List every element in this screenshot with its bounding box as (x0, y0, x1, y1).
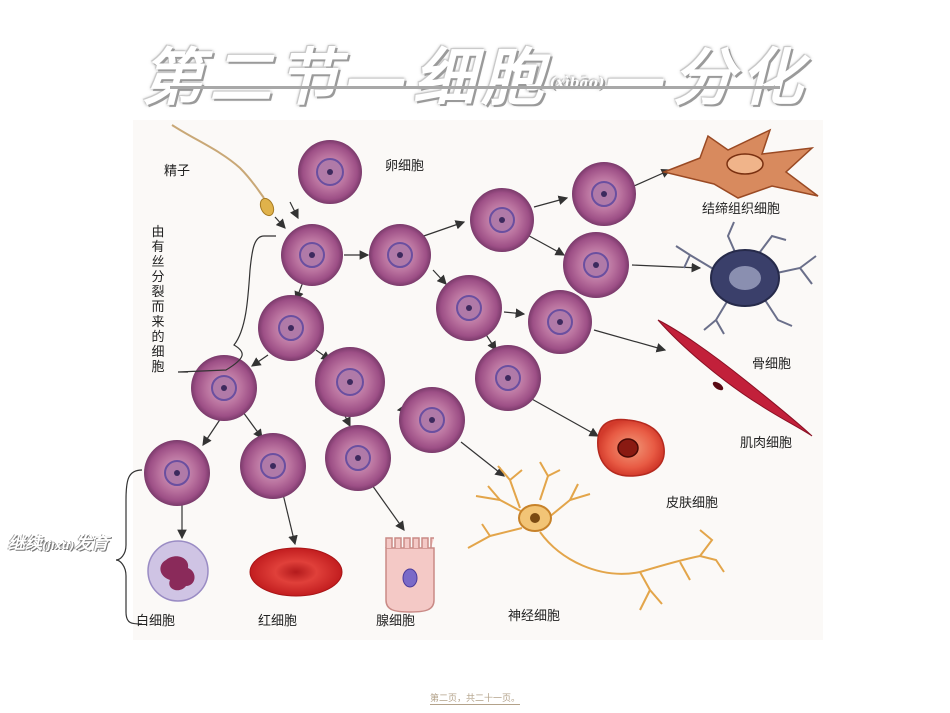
arrow (503, 308, 526, 318)
white-blood-cell-shape (147, 540, 209, 602)
arrow (417, 220, 466, 239)
side-note-part-1: 继续 (8, 534, 42, 554)
arrow (274, 216, 286, 229)
label-red-blood: 红细胞 (258, 614, 298, 629)
label-nerve: 神经细胞 (508, 609, 561, 624)
side-note-pinyin: (jìxù) (42, 539, 75, 552)
stem-cell (470, 188, 534, 252)
label-skin: 皮肤细胞 (666, 496, 719, 511)
title-strike-line (170, 86, 780, 89)
sperm-cell (171, 124, 275, 217)
stem-cell (144, 440, 210, 506)
arrows (177, 169, 702, 546)
title-dash-2: — (604, 41, 673, 114)
label-muscle: 肌肉细胞 (740, 436, 793, 451)
title-dash-1: — (345, 41, 414, 114)
label-egg: 卵细胞 (385, 159, 425, 174)
arrow (251, 354, 269, 367)
bone-cell-shape (675, 221, 817, 335)
stem-cell (240, 433, 306, 499)
page-footer: 第二页，共二十一页。 (0, 691, 950, 705)
footer-text: 第二页，共二十一页。 (429, 694, 520, 705)
development-bracket (115, 469, 143, 625)
stem-cell (572, 162, 636, 226)
arrow (533, 195, 569, 208)
title-part-2: 细胞 (413, 41, 550, 114)
stem-cell (528, 290, 592, 354)
arrow (432, 269, 447, 285)
arrow (631, 262, 702, 273)
label-sperm: 精子 (164, 164, 191, 179)
label-connective: 结缔组织细胞 (702, 202, 781, 217)
dividing-cells (144, 140, 636, 506)
arrow (529, 397, 600, 437)
title-part-3: 分化 (672, 41, 809, 114)
stem-cell (325, 425, 391, 491)
label-gland: 腺细胞 (376, 614, 416, 629)
skin-cell-shape (597, 418, 665, 477)
stem-cell (315, 347, 385, 417)
egg-cell (298, 140, 362, 204)
arrow (460, 441, 505, 477)
label-white-blood: 白细胞 (136, 614, 176, 629)
stem-cell (436, 275, 502, 341)
stem-cell (475, 345, 541, 411)
stem-cell (281, 224, 343, 286)
stem-cell (369, 224, 431, 286)
stem-cell (399, 387, 465, 453)
red-blood-cell-shape (249, 547, 343, 597)
side-note-continue-development: 继续(jìxù)发育 (8, 529, 109, 554)
stem-cell (258, 295, 324, 361)
arrow (242, 411, 263, 439)
arrow (289, 201, 299, 220)
title-part-1: 第二节 (141, 41, 346, 114)
label-bone: 骨细胞 (752, 357, 792, 372)
division-bracket (177, 235, 276, 373)
arrow (593, 329, 667, 353)
stem-cell (191, 355, 257, 421)
arrow (282, 493, 298, 546)
slide-title: 第二节—细胞(xìbāo)—分化 (0, 38, 950, 118)
muscle-cell-shape (657, 319, 813, 437)
gland-cell-shape (385, 537, 435, 613)
stem-cell (563, 232, 629, 298)
connective-tissue-cell-shape (661, 128, 819, 199)
side-note-part-2: 发育 (74, 534, 109, 554)
arrow (484, 332, 497, 352)
label-division-note: 由有丝分裂而来的细胞 (151, 225, 165, 375)
nerve-cell-shape (467, 461, 725, 611)
arrow (371, 484, 405, 531)
